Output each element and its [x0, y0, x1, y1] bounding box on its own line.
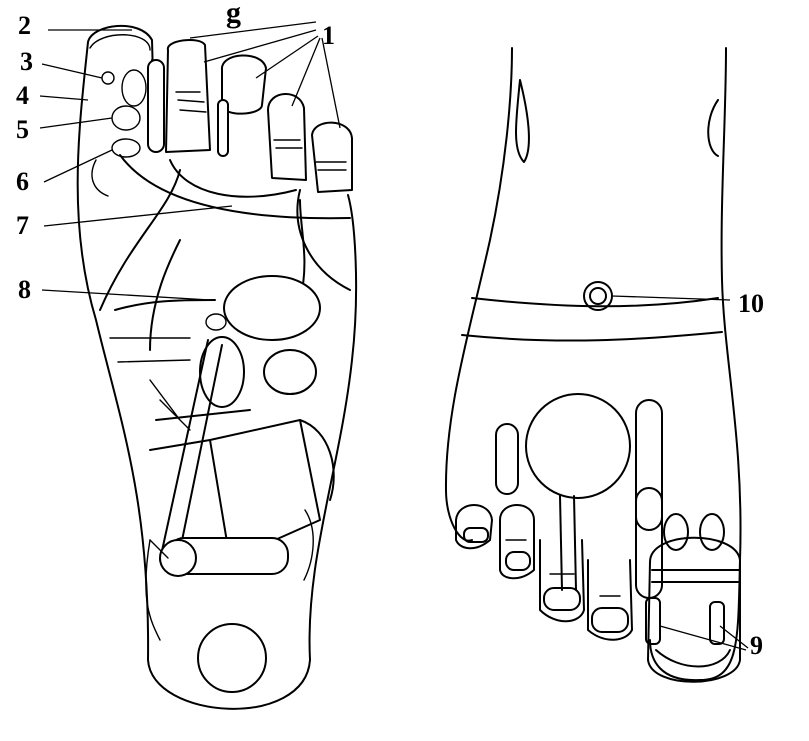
toe-gap-left	[148, 60, 164, 152]
callout-10: 10	[738, 289, 764, 318]
ankle-band-bottom	[462, 332, 722, 341]
point-9-right	[710, 602, 724, 644]
ankle-band-top	[472, 298, 718, 306]
title-fragment: g	[226, 0, 241, 29]
bladder-end	[160, 540, 196, 576]
zone-6	[112, 139, 140, 157]
toe-4	[268, 94, 306, 180]
callout-5: 5	[16, 115, 29, 144]
left-foot-sole	[78, 26, 356, 709]
callout-9: 9	[750, 631, 763, 660]
toe-5	[312, 123, 352, 192]
toe-2	[166, 40, 210, 152]
dorsal-circle	[526, 394, 630, 498]
callout-3: 3	[20, 47, 33, 76]
callout-7: 7	[16, 211, 29, 240]
callout-8: 8	[18, 275, 31, 304]
toe-column-1	[496, 424, 518, 494]
callout-4: 4	[16, 81, 29, 110]
zone-3	[122, 70, 146, 106]
right-foot-dorsal	[446, 48, 741, 682]
heel-circle	[198, 624, 266, 692]
organ-ellipse-3	[264, 350, 316, 394]
toe-gap-mid	[218, 100, 228, 156]
organ-dot	[206, 314, 226, 330]
organ-ellipse-1	[224, 276, 320, 340]
callout-6: 6	[16, 167, 29, 196]
zone-5	[112, 106, 140, 130]
right-foot-outline	[446, 48, 741, 680]
callout-1: 1	[322, 21, 335, 50]
callout-labels: 2 1 3 4 5 6 7 8 9 10	[16, 11, 764, 660]
big-toe-head-zone	[90, 35, 150, 50]
pituitary-point	[102, 72, 114, 84]
callout-2: 2	[18, 11, 31, 40]
toe-column-2	[636, 400, 662, 530]
leader-lines	[40, 22, 748, 650]
point-10-inner	[590, 288, 606, 304]
